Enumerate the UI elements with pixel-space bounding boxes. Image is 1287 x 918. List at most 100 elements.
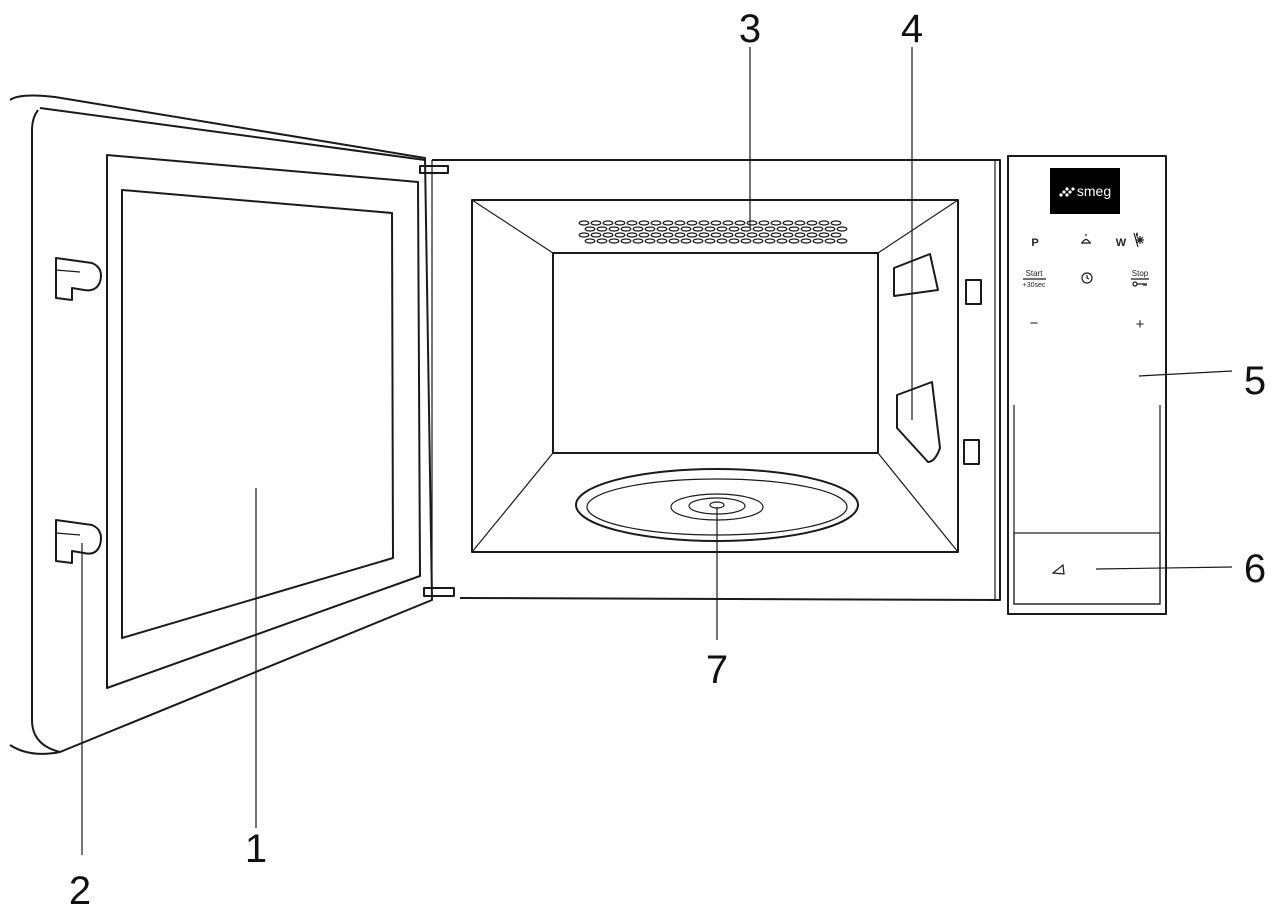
vent-hole — [680, 238, 692, 244]
vent-hole — [668, 238, 680, 244]
vent-hole — [662, 220, 674, 226]
vent-hole — [578, 232, 590, 238]
vent-hole — [644, 238, 656, 244]
plate-heat-icon[interactable] — [1081, 234, 1091, 244]
vent-hole — [674, 220, 686, 226]
weight-defrost-button[interactable]: W — [1116, 237, 1127, 249]
hinge-top — [419, 165, 449, 174]
vent-hole — [596, 238, 608, 244]
hinge-bottom — [423, 587, 455, 597]
smeg-logo: smeg — [1050, 168, 1120, 214]
vent-hole — [776, 238, 788, 244]
vent-hole — [746, 220, 758, 226]
door — [9, 94, 433, 755]
callout-2: 2 — [69, 869, 91, 913]
logo-text: smeg — [1077, 183, 1111, 199]
vent-hole — [734, 232, 746, 238]
vent-hole — [590, 232, 602, 238]
vent-hole — [632, 238, 644, 244]
vent-hole — [818, 220, 830, 226]
vent-hole — [818, 232, 830, 238]
door-latch-bottom — [55, 519, 102, 564]
callout-7: 7 — [706, 648, 728, 692]
vent-hole — [770, 232, 782, 238]
vent-hole — [602, 232, 614, 238]
vent-hole — [656, 238, 668, 244]
control-panel — [1007, 155, 1167, 615]
side-vent-waveguide — [893, 253, 941, 463]
vent-hole — [674, 232, 686, 238]
vent-hole — [824, 226, 836, 232]
oven-cavity — [471, 199, 959, 553]
door-latch-top — [55, 257, 102, 301]
vent-hole — [770, 220, 782, 226]
vent-hole — [734, 220, 746, 226]
vent-hole — [764, 238, 776, 244]
top-vent-holes — [578, 220, 848, 244]
plus-button[interactable]: + — [1136, 316, 1145, 333]
stop-button[interactable]: Stop — [1132, 269, 1149, 278]
vent-hole — [686, 232, 698, 238]
vent-hole — [710, 220, 722, 226]
vent-hole — [758, 220, 770, 226]
vent-hole — [800, 238, 812, 244]
vent-hole — [590, 220, 602, 226]
vent-hole — [758, 232, 770, 238]
vent-hole — [788, 238, 800, 244]
start-button[interactable]: Start — [1026, 269, 1044, 278]
vent-hole — [620, 226, 632, 232]
vent-hole — [638, 220, 650, 226]
vent-hole — [836, 226, 848, 232]
vent-hole — [650, 220, 662, 226]
vent-hole — [752, 226, 764, 232]
vent-hole — [764, 226, 776, 232]
vent-hole — [608, 226, 620, 232]
vent-hole — [824, 238, 836, 244]
interlock-slot-bottom — [963, 439, 980, 465]
door-release-icon — [1051, 563, 1065, 575]
vent-hole — [740, 226, 752, 232]
minus-button[interactable]: − — [1030, 315, 1039, 332]
callout-1: 1 — [245, 827, 267, 871]
vent-hole — [614, 220, 626, 226]
vent-hole — [812, 238, 824, 244]
vent-hole — [608, 238, 620, 244]
oven-body — [431, 159, 1001, 601]
vent-hole — [752, 238, 764, 244]
vent-hole — [686, 220, 698, 226]
vent-hole — [830, 220, 842, 226]
vent-hole — [614, 232, 626, 238]
vent-hole — [632, 226, 644, 232]
vent-hole — [692, 226, 704, 232]
vent-hole — [728, 226, 740, 232]
vent-hole — [806, 232, 818, 238]
vent-hole — [740, 238, 752, 244]
vent-hole — [722, 232, 734, 238]
vent-hole — [584, 226, 596, 232]
vent-hole — [680, 226, 692, 232]
vent-hole — [716, 238, 728, 244]
callout-5: 5 — [1244, 359, 1266, 403]
vent-hole — [788, 226, 800, 232]
vent-hole — [722, 220, 734, 226]
vent-hole — [782, 220, 794, 226]
vent-hole — [704, 238, 716, 244]
vent-hole — [578, 220, 590, 226]
vent-hole — [728, 238, 740, 244]
callout-6: 6 — [1244, 547, 1266, 591]
interlock-slot-top — [965, 279, 982, 305]
vent-hole — [746, 232, 758, 238]
vent-hole — [626, 220, 638, 226]
clock-icon[interactable] — [1081, 272, 1093, 284]
vent-hole — [602, 220, 614, 226]
vent-hole — [800, 226, 812, 232]
defrost-icon — [1133, 232, 1144, 248]
vent-hole — [662, 232, 674, 238]
callout-3: 3 — [739, 7, 761, 51]
vent-hole — [638, 232, 650, 238]
callout-4: 4 — [901, 7, 923, 51]
vent-hole — [794, 220, 806, 226]
vent-hole — [836, 238, 848, 244]
power-button[interactable]: P — [1031, 237, 1038, 249]
